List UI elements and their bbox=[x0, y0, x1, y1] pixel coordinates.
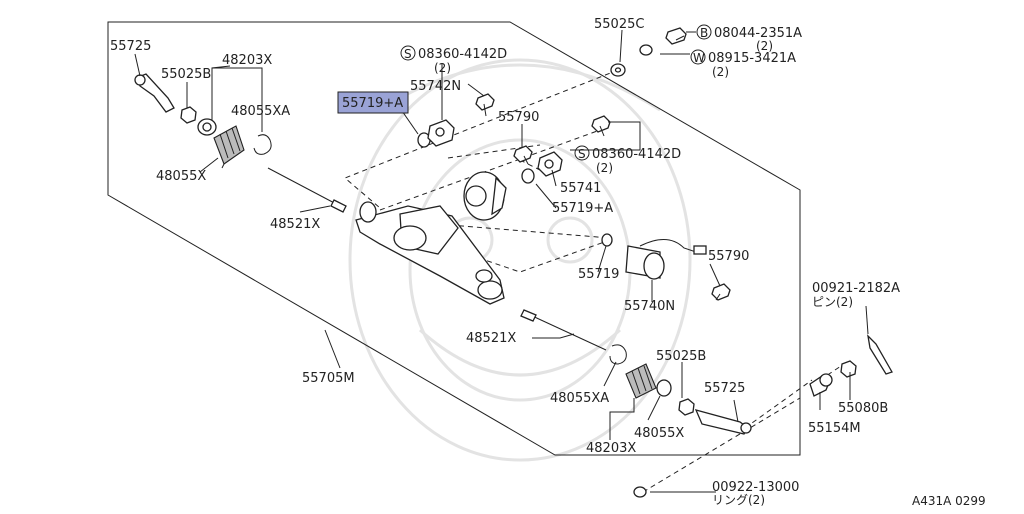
label-00922-note: リング(2) bbox=[712, 493, 765, 507]
label-55025c[interactable]: 55025C bbox=[594, 17, 644, 32]
lock-nut-left bbox=[180, 106, 197, 124]
oring-55719 bbox=[601, 233, 613, 247]
label-48055xa-top[interactable]: 48055XA bbox=[231, 104, 290, 119]
bolt-top bbox=[475, 93, 495, 117]
clip-left bbox=[253, 134, 272, 155]
label-48521x-top[interactable]: 48521X bbox=[270, 217, 320, 232]
label-00922[interactable]: 00922-13000 bbox=[712, 480, 799, 495]
label-00921[interactable]: 00921-2182A bbox=[812, 281, 900, 296]
badge-s-mid: S bbox=[574, 145, 590, 161]
label-48055x-top[interactable]: 48055X bbox=[156, 169, 206, 184]
oring-55719a-mid bbox=[521, 168, 535, 184]
boot-left bbox=[213, 125, 245, 165]
washer-08915 bbox=[639, 44, 653, 56]
label-55741[interactable]: 55741 bbox=[560, 181, 601, 196]
label-55705m[interactable]: 55705M bbox=[302, 371, 355, 386]
ring-00922 bbox=[633, 486, 647, 498]
boot-clamp-left bbox=[197, 118, 217, 136]
stud-55154m bbox=[809, 373, 833, 397]
badge-s-top: S bbox=[400, 45, 416, 61]
tie-rod-end-right bbox=[694, 409, 752, 435]
badge-s-mid-letter: S bbox=[578, 147, 586, 161]
badge-w: W bbox=[690, 49, 706, 65]
label-55080b[interactable]: 55080B bbox=[838, 401, 888, 416]
diagram-code: A431A 0299 bbox=[912, 494, 986, 508]
label-08360-mid-qty: (2) bbox=[596, 161, 613, 175]
clip-right bbox=[609, 344, 627, 365]
tie-rod-end-left bbox=[134, 73, 175, 113]
label-55719a-highlight[interactable]: 55719+A bbox=[342, 96, 403, 111]
label-48055x-bot[interactable]: 48055X bbox=[634, 426, 684, 441]
label-48203x-bot[interactable]: 48203X bbox=[586, 441, 636, 456]
inner-rod-left bbox=[267, 167, 347, 213]
highlight-border bbox=[337, 91, 409, 114]
assembly-outline bbox=[107, 21, 801, 456]
label-08360-mid[interactable]: 08360-4142D bbox=[592, 147, 681, 162]
badge-w-letter: W bbox=[693, 51, 705, 65]
label-55790-mid[interactable]: 55790 bbox=[708, 249, 749, 264]
rack-housing bbox=[355, 201, 505, 305]
label-55725-bot[interactable]: 55725 bbox=[704, 381, 745, 396]
label-55719[interactable]: 55719 bbox=[578, 267, 619, 282]
bolt-55790-top bbox=[513, 145, 533, 165]
label-08915-qty: (2) bbox=[712, 65, 729, 79]
label-08044-qty: (2) bbox=[756, 39, 773, 53]
valve-body bbox=[463, 171, 507, 221]
washer-55025c bbox=[610, 63, 626, 77]
leader-lines bbox=[134, 29, 869, 493]
label-48521x-bot[interactable]: 48521X bbox=[466, 331, 516, 346]
motor-55740n bbox=[625, 239, 707, 280]
label-55725-top[interactable]: 55725 bbox=[110, 39, 151, 54]
bolt-mid-top bbox=[591, 115, 611, 137]
inner-rod-right bbox=[520, 309, 607, 351]
boot-right bbox=[625, 363, 657, 399]
badge-s-top-letter: S bbox=[404, 47, 412, 61]
watermark-emblem bbox=[348, 58, 692, 462]
nut-55080b bbox=[840, 360, 857, 378]
badge-b-letter: B bbox=[700, 26, 708, 40]
sensor-55741 bbox=[537, 151, 563, 177]
cotter-pin-00921 bbox=[867, 334, 893, 375]
highlight-box[interactable] bbox=[338, 92, 408, 113]
label-55025b-bot[interactable]: 55025B bbox=[656, 349, 706, 364]
label-08044[interactable]: 08044-2351A bbox=[714, 26, 802, 41]
label-55740n[interactable]: 55740N bbox=[624, 299, 675, 314]
label-55790-top[interactable]: 55790 bbox=[498, 110, 539, 125]
label-48055xa-bot[interactable]: 48055XA bbox=[550, 391, 609, 406]
label-08915[interactable]: 08915-3421A bbox=[708, 51, 796, 66]
bolt-55790-mid bbox=[711, 283, 731, 301]
label-00921-note: ピン(2) bbox=[812, 295, 853, 309]
label-08360-top-qty: (2) bbox=[434, 61, 451, 75]
bolt-08044 bbox=[665, 27, 687, 45]
dashed-guide-lines bbox=[344, 69, 851, 493]
label-55154m[interactable]: 55154M bbox=[808, 421, 861, 436]
badge-b: B bbox=[696, 24, 712, 40]
label-08360-top[interactable]: 08360-4142D bbox=[418, 47, 507, 62]
bracket-55742n bbox=[427, 119, 455, 147]
label-55719a-mid[interactable]: 55719+A bbox=[552, 201, 613, 216]
label-55742n[interactable]: 55742N bbox=[410, 79, 461, 94]
label-55025b-top[interactable]: 55025B bbox=[161, 67, 211, 82]
lock-nut-right bbox=[678, 398, 695, 416]
boot-clamp-right bbox=[656, 379, 672, 397]
label-48203x-top[interactable]: 48203X bbox=[222, 53, 272, 68]
